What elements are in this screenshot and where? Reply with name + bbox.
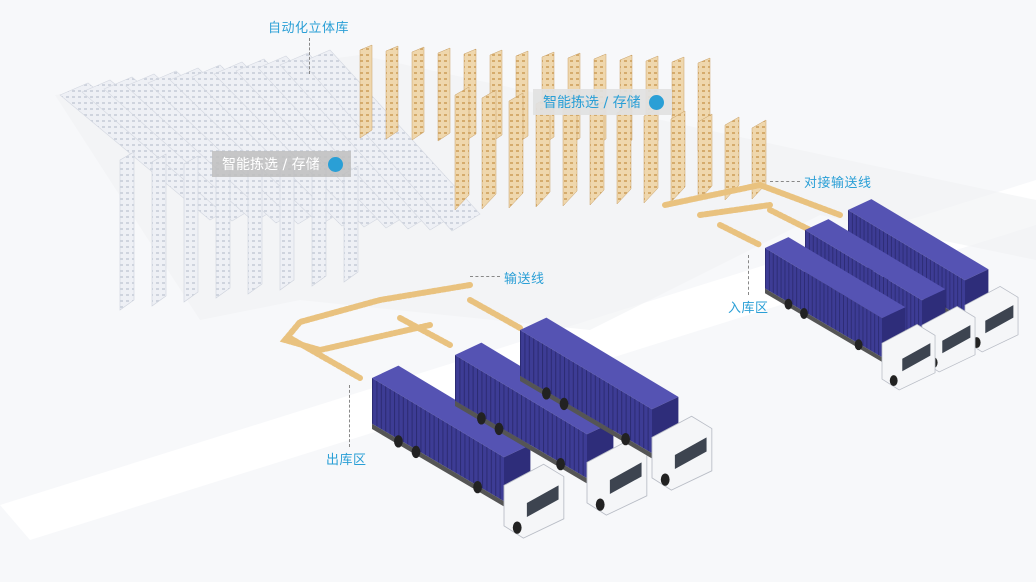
wood-rack-row: [481, 89, 497, 210]
wood-rack-row: [562, 98, 578, 207]
badge-picking-storage-left: 智能拣选 / 存储: [212, 151, 351, 177]
wheel: [800, 308, 808, 319]
wheel: [394, 435, 403, 448]
wood-rack-row: [724, 116, 740, 201]
inbound-trucks: [765, 199, 1019, 391]
white-rack-row: [343, 165, 359, 283]
conveyor-lines: [279, 181, 843, 381]
leader-conveyor: [470, 276, 500, 277]
badge-picking-storage-right: 智能拣选 / 存储: [533, 89, 672, 115]
wood-rack-row: [508, 92, 524, 209]
wheel: [889, 375, 898, 387]
wheel: [559, 397, 569, 411]
white-rack-row: [311, 163, 327, 287]
wheel: [854, 339, 863, 351]
leader-warehouse: [309, 38, 310, 74]
wheel: [542, 387, 551, 400]
label-automated-warehouse: 自动化立体库: [268, 21, 350, 36]
wood-rack-row: [454, 86, 470, 211]
leader-docking: [770, 181, 800, 182]
wheel: [411, 445, 421, 459]
truck: [765, 237, 936, 391]
wood-rack-row: [589, 101, 605, 206]
wheel: [477, 412, 486, 425]
container: [372, 378, 504, 502]
marker-dot-icon: [648, 94, 664, 110]
wheel: [556, 457, 565, 471]
outbound-trucks: [372, 317, 713, 539]
leader-inbound: [748, 255, 749, 295]
white-rack-row: [215, 157, 231, 299]
marker-dot-icon: [327, 156, 343, 172]
container: [455, 355, 587, 479]
label-inbound-area: 入库区: [728, 301, 769, 316]
white-rack-row: [279, 161, 295, 291]
white-rack-row: [183, 155, 199, 303]
truck: [372, 365, 565, 539]
label-docking-conveyor: 对接输送线: [804, 176, 872, 191]
wheel: [473, 480, 482, 494]
container: [765, 248, 882, 358]
white-rack-row: [247, 159, 263, 295]
badge-text: 智能拣选 / 存储: [543, 95, 641, 111]
wood-rack-row: [643, 107, 659, 204]
wheel: [621, 432, 630, 446]
wood-rack-row: [359, 44, 373, 139]
wood-rack-row: [616, 104, 632, 205]
wood-rack-row: [437, 47, 451, 142]
white-rack-row: [119, 151, 135, 311]
white-rack-row: [301, 49, 481, 232]
wheel: [494, 422, 504, 436]
badge-text: 智能拣选 / 存储: [222, 157, 320, 173]
white-rack-row: [151, 153, 167, 307]
truck: [520, 317, 713, 491]
leader-outbound: [349, 385, 350, 447]
wood-rack-row: [751, 119, 767, 200]
wheel: [512, 521, 522, 534]
label-conveyor: 输送线: [504, 272, 545, 287]
wheel: [660, 473, 670, 486]
label-outbound-area: 出库区: [326, 453, 367, 468]
wood-rack-row: [385, 45, 399, 140]
container: [520, 330, 652, 454]
white-rack-block: [59, 49, 481, 311]
wheel: [784, 298, 793, 310]
wood-rack-row: [670, 110, 686, 203]
wheel: [595, 498, 605, 511]
wood-rack-row: [411, 46, 425, 141]
wood-rack-row: [697, 113, 713, 202]
